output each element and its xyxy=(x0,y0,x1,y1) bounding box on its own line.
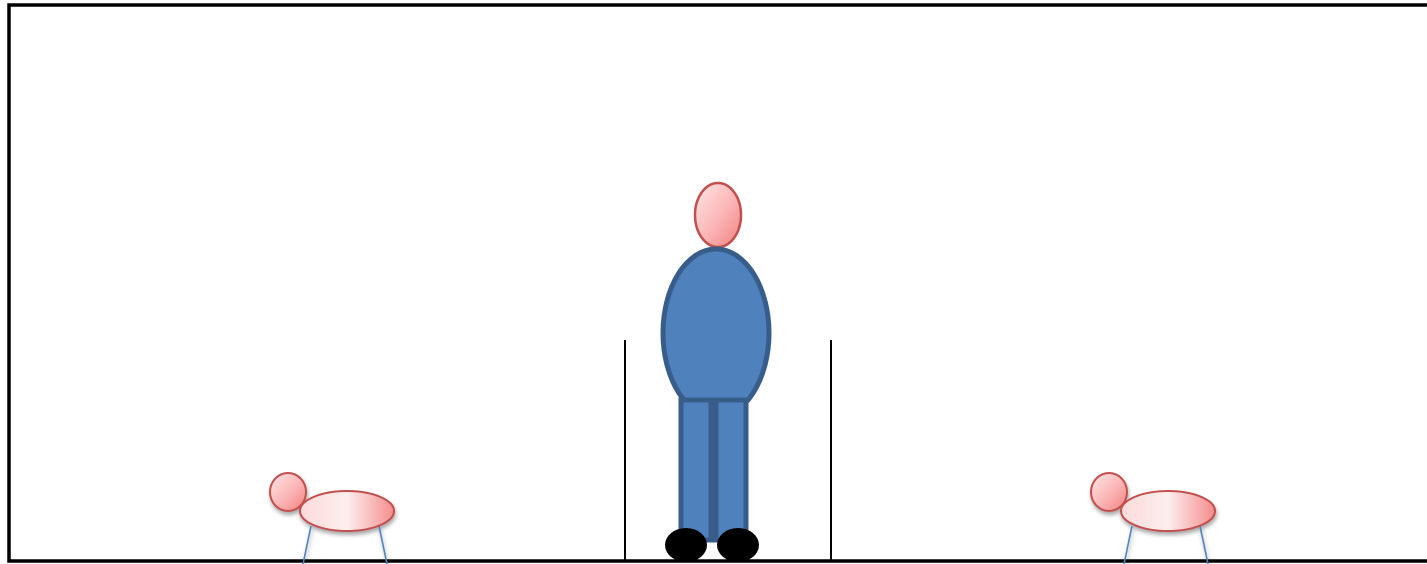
crawling-figure-head xyxy=(1091,473,1127,511)
standing-figure-torso xyxy=(663,249,769,417)
standing-figure-leg-left xyxy=(681,400,711,540)
crawling-figure-head xyxy=(270,473,306,511)
crawling-figure-body xyxy=(1121,491,1215,531)
standing-figure-leg-right xyxy=(716,400,746,540)
crawling-figure-body xyxy=(300,491,394,531)
standing-figure-head xyxy=(695,183,741,247)
standing-figure-foot-left xyxy=(665,528,707,562)
standing-figure-foot-right xyxy=(717,528,759,562)
